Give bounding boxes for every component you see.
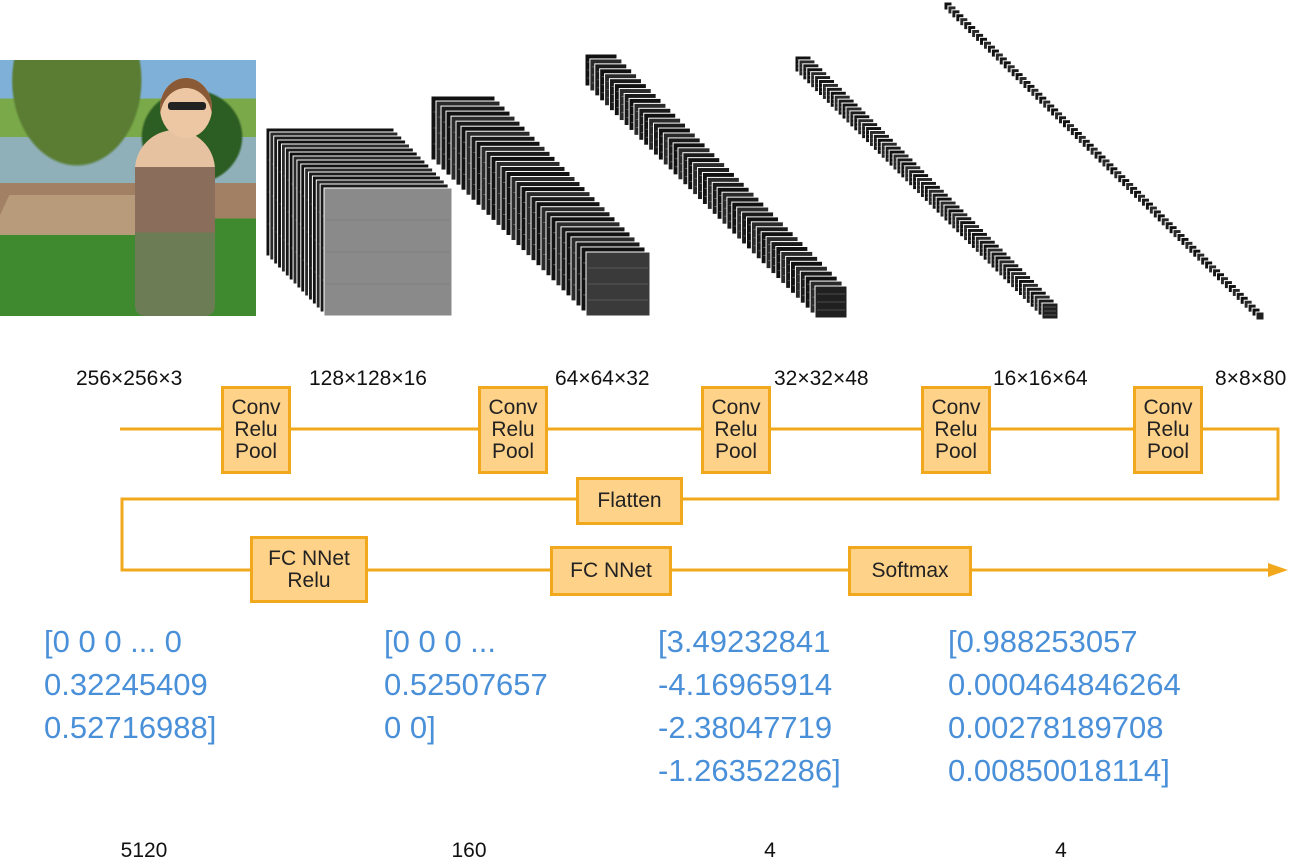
relu-label: Relu <box>234 418 278 441</box>
dim-label-input: 256×256×3 <box>76 367 183 390</box>
count-softmax: 4 <box>1055 839 1067 862</box>
vector-flatten-output: [0 0 0 ... 0 0.32245409 0.52716988] <box>44 620 216 749</box>
photo-sunglasses <box>168 102 206 110</box>
count-fc: 4 <box>764 839 776 862</box>
vector-fc-output: [3.49232841 -4.16965914 -2.38047719 -1.2… <box>658 620 841 792</box>
feature-map-stack-128 <box>265 127 453 317</box>
flatten-box: Flatten <box>576 477 683 525</box>
vector-line: 0.00278189708 <box>948 710 1164 745</box>
feature-map-stack-16 <box>794 55 1059 320</box>
conv-relu-pool-box-3: Conv Relu Pool <box>701 386 771 474</box>
conv-label: Conv <box>711 396 761 419</box>
vector-line: 0.52507657 <box>384 667 548 702</box>
conv-relu-pool-box-4: Conv Relu Pool <box>921 386 991 474</box>
vector-line: -2.38047719 <box>658 710 833 745</box>
conv-label: Conv <box>488 396 538 419</box>
relu-label: Relu <box>287 568 331 592</box>
softmax-label: Softmax <box>871 559 949 582</box>
conv-label: Conv <box>1143 396 1193 419</box>
vector-line: -1.26352286] <box>658 753 841 788</box>
conv-relu-pool-box-1: Conv Relu Pool <box>221 386 291 474</box>
dim-label-layer3: 32×32×48 <box>774 367 869 390</box>
count-flatten: 5120 <box>120 839 168 862</box>
relu-label: Relu <box>491 418 535 441</box>
fc-box: FC NNet <box>550 546 672 596</box>
relu-label: Relu <box>934 418 978 441</box>
vector-line: 0.000464846264 <box>948 667 1181 702</box>
softmax-box: Softmax <box>848 546 972 596</box>
fc-label: FC NNet <box>570 559 652 582</box>
photo-person <box>135 130 215 316</box>
feature-map-stack-8 <box>943 1 1265 321</box>
dim-label-layer2: 64×64×32 <box>555 367 650 390</box>
feature-map <box>1255 311 1265 321</box>
count-fc-relu: 160 <box>451 839 487 862</box>
vector-line: [3.49232841 <box>658 624 831 659</box>
pool-label: Pool <box>491 440 535 463</box>
vector-line: 0 0] <box>384 710 436 745</box>
vector-line: [0.988253057 <box>948 624 1138 659</box>
vector-line: 0.52716988] <box>44 710 217 745</box>
feature-map-stack-32 <box>584 53 848 319</box>
pool-label: Pool <box>934 440 978 463</box>
vector-line: 0.00850018114] <box>948 753 1170 788</box>
pool-label: Pool <box>234 440 278 463</box>
vector-line: [0 0 0 ... 0 <box>44 624 182 659</box>
pipeline-arrowhead <box>1268 563 1288 577</box>
relu-label: Relu <box>714 418 758 441</box>
vector-fc-relu-output: [0 0 0 ... 0.52507657 0 0] <box>384 620 548 749</box>
feature-map-stack-64 <box>430 95 651 317</box>
vector-line: [0 0 0 ... <box>384 624 497 659</box>
conv-label: Conv <box>231 396 281 419</box>
relu-label: Relu <box>1146 418 1190 441</box>
dim-label-layer4: 16×16×64 <box>993 367 1088 390</box>
vector-line: 0.32245409 <box>44 667 208 702</box>
conv-relu-pool-box-5: Conv Relu Pool <box>1133 386 1203 474</box>
vector-softmax-output: [0.988253057 0.000464846264 0.0027818970… <box>948 620 1181 792</box>
flatten-label: Flatten <box>597 489 662 512</box>
vector-line: -4.16965914 <box>658 667 833 702</box>
pool-label: Pool <box>714 440 758 463</box>
dim-label-layer1: 128×128×16 <box>309 367 427 390</box>
input-photo <box>0 60 256 316</box>
conv-relu-pool-box-2: Conv Relu Pool <box>478 386 548 474</box>
conv-label: Conv <box>931 396 981 419</box>
fc-label: FC NNet <box>268 546 350 570</box>
dim-label-layer5: 8×8×80 <box>1215 367 1287 390</box>
pool-label: Pool <box>1146 440 1190 463</box>
fc-relu-box: FC NNet Relu <box>250 536 368 603</box>
